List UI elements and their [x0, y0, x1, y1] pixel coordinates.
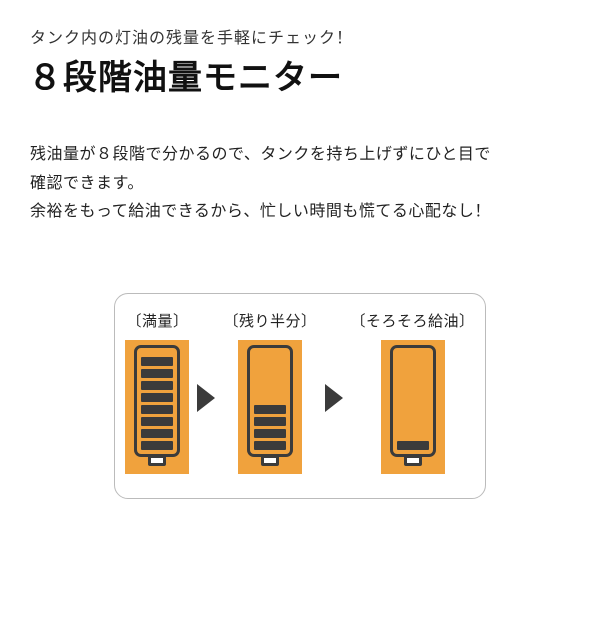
fuel-level-bar	[141, 441, 174, 451]
fuel-level-bar	[253, 405, 286, 415]
tank-orange-panel	[125, 340, 190, 475]
tank-stage: 〔満量〕	[123, 310, 191, 475]
fuel-level-bar	[396, 441, 429, 451]
fuel-level-bars	[396, 351, 429, 451]
fuel-level-bar	[141, 369, 174, 379]
description-text: 残油量が８段階で分かるので、タンクを持ち上げずにひと目で 確認できます。 余裕を…	[30, 145, 491, 221]
stage-label: 〔残り半分〕	[223, 313, 317, 331]
stage-label: 〔そろそろ給油〕	[350, 313, 475, 331]
page-root: タンク内の灯油の残量を手軽にチェック！ ８段階油量モニター 残油量が８段階で分か…	[0, 24, 600, 624]
fuel-level-bar	[141, 429, 174, 439]
tank-stage: 〔残り半分〕	[221, 310, 318, 475]
fuel-level-bar	[253, 417, 286, 427]
tank-orange-panel	[237, 340, 302, 475]
fuel-level-bar	[141, 405, 174, 415]
kerosene-tank-illustration	[134, 345, 181, 467]
fuel-level-bar	[141, 381, 174, 391]
fuel-level-bars	[253, 351, 286, 451]
tank-spout	[403, 455, 422, 467]
tank-spout	[260, 455, 279, 467]
header-tagline: タンク内の灯油の残量を手軽にチェック！	[30, 30, 354, 47]
arrow-right-icon	[324, 384, 343, 413]
tank-stage: 〔そろそろ給油〕	[349, 310, 477, 475]
fuel-level-bar	[253, 429, 286, 439]
monitor-diagram-box: 〔満量〕 〔残り半分〕 〔そろそろ給油〕	[114, 293, 486, 500]
fuel-level-bar	[141, 417, 174, 427]
kerosene-tank-illustration	[246, 345, 293, 467]
tank-orange-panel	[380, 340, 445, 475]
stage-label: 〔満量〕	[126, 313, 189, 331]
fuel-level-bar	[253, 441, 286, 451]
stages-row: 〔満量〕 〔残り半分〕 〔そろそろ給油〕	[115, 310, 485, 475]
tank-spout	[148, 455, 167, 467]
page-title: ８段階油量モニター	[28, 59, 343, 97]
fuel-level-bars	[141, 351, 174, 451]
kerosene-tank-illustration	[389, 345, 436, 467]
fuel-level-bar	[141, 393, 174, 403]
fuel-level-bar	[141, 357, 174, 367]
arrow-right-icon	[197, 384, 216, 413]
